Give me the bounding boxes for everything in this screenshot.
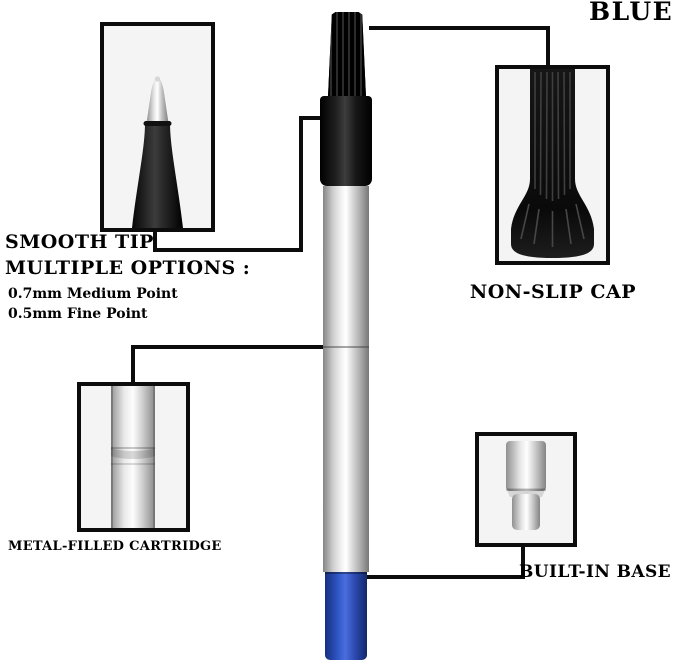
connector-line [369,26,550,30]
option-fine-point: 0.5mm Fine Point [8,306,148,322]
option-medium-point: 0.7mm Medium Point [8,286,178,302]
callout-box-non-slip-cap [495,65,610,265]
connector-line [153,232,157,252]
smooth-tip-closeup-image [132,76,183,228]
label-metal-cartridge: METAL-FILLED CARTRIDGE [8,539,222,554]
pen-ink-tip-blue [325,572,367,660]
metal-cartridge-closeup-image [111,386,155,528]
callout-box-smooth-tip [100,22,215,232]
label-built-in-base: BUILT-IN BASE [519,562,672,582]
connector-line [521,545,525,579]
pen-barrel-seam [323,346,369,348]
non-slip-cap-closeup-image [511,69,594,258]
connector-line [131,345,135,384]
connector-line [299,116,303,252]
connector-line [367,575,525,579]
label-smooth-tip: SMOOTH TIP [5,231,154,253]
connector-line [299,116,325,120]
pen-cap-top-ridged [328,12,366,97]
callout-box-built-in-base [475,432,577,547]
label-multiple-options: MULTIPLE OPTIONS : [5,257,251,279]
pen-cap [320,96,372,186]
connector-line [546,26,550,67]
connector-line [153,248,303,252]
callout-box-metal-cartridge [77,382,190,532]
built-in-base-closeup-image [506,441,546,530]
ink-color-label: BLUE [589,0,674,26]
label-non-slip-cap: NON-SLIP CAP [469,281,637,303]
connector-line [131,345,325,349]
pen-barrel [323,186,369,572]
